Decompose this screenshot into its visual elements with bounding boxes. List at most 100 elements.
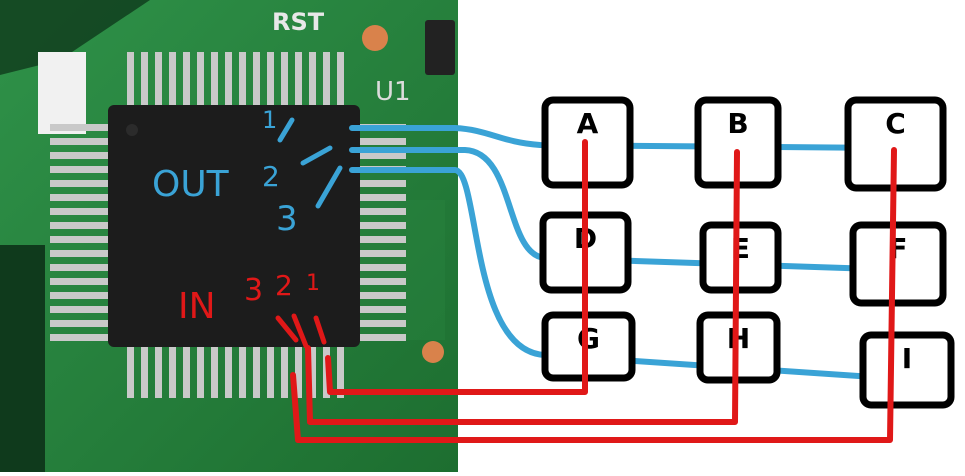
out-pin-2: 2: [262, 160, 280, 193]
ic-pin-left: [50, 222, 112, 229]
key-b: B: [694, 96, 782, 189]
ic-pin-right: [356, 320, 406, 327]
ic-pin-right: [356, 180, 406, 187]
out-tick-3: [315, 165, 343, 209]
column-wire-2: [305, 149, 740, 425]
ic-pin1-marker: [126, 124, 138, 136]
ic-pin-bottom: [141, 342, 148, 398]
white-component: [38, 52, 86, 134]
ic-pin-right: [356, 152, 406, 159]
column-wire-3: [290, 147, 897, 443]
ic-pin-top: [169, 52, 176, 108]
ic-pin-left: [50, 250, 112, 257]
column-wire-1: [325, 139, 588, 395]
ic-pin-left: [50, 334, 112, 341]
ic-pin-top: [127, 52, 134, 108]
ic-pin-bottom: [197, 342, 204, 398]
ic-pin-bottom: [225, 342, 232, 398]
board-cutout-left: [0, 245, 45, 472]
key-label: A: [577, 107, 599, 140]
ic-pin-left: [50, 166, 112, 173]
ic-pin-bottom: [253, 342, 260, 398]
key-box: [541, 311, 636, 382]
key-box: [859, 331, 955, 409]
ic-pin-top: [267, 52, 274, 108]
ic-pin-right: [356, 222, 406, 229]
ic-pin-right: [356, 194, 406, 201]
key-i: I: [859, 331, 955, 409]
ic-pin-top: [155, 52, 162, 108]
ic-pin-top: [239, 52, 246, 108]
ic-pin-bottom: [295, 342, 302, 398]
key-f: F: [849, 221, 947, 307]
out-label: OUT: [152, 164, 230, 205]
ic-pin-top: [281, 52, 288, 108]
row-wire-2: [349, 147, 908, 273]
ic-pin-bottom: [337, 342, 344, 398]
ic-pin-bottom: [169, 342, 176, 398]
ic-pin-right: [356, 292, 406, 299]
ic-pin-right: [356, 334, 406, 341]
key-label: B: [727, 107, 748, 140]
ic-pin-top: [253, 52, 260, 108]
ic-pin-bottom: [183, 342, 190, 398]
ic-pin-bottom: [155, 342, 162, 398]
ic-pin-right: [356, 236, 406, 243]
out-annotation: [277, 117, 343, 209]
ic-pin-top: [211, 52, 218, 108]
in-tick-3: [275, 315, 299, 343]
silkscreen-rst: RST: [272, 8, 325, 36]
ic-pin-bottom: [239, 342, 246, 398]
ic-pin-top: [337, 52, 344, 108]
ic-pin-right: [356, 264, 406, 271]
key-box: [849, 221, 947, 307]
ic-pin-bottom: [127, 342, 134, 398]
key-label: I: [902, 342, 912, 375]
ic-pin-top: [183, 52, 190, 108]
row-wire-3: [349, 167, 921, 383]
in-tick-1: [313, 315, 327, 345]
in-pin-3: 3: [244, 273, 263, 308]
ic-pin-left: [50, 138, 112, 145]
silkscreen-u1: U1: [375, 77, 411, 107]
board-cutout-top: [0, 0, 150, 75]
copper-pad: [422, 341, 444, 363]
ic-pin-top: [309, 52, 316, 108]
in-tick-2: [291, 313, 309, 349]
ic-pin-right: [356, 208, 406, 215]
ic-pin-top: [141, 52, 148, 108]
key-label: G: [577, 322, 600, 355]
ic-pin-bottom: [211, 342, 218, 398]
ic-pin-top: [323, 52, 330, 108]
microcontroller-ic: [108, 105, 360, 347]
key-c: C: [844, 96, 947, 192]
ic-pin-left: [50, 264, 112, 271]
ic-pin-left: [50, 278, 112, 285]
column-wires: [290, 139, 897, 443]
in-pin-2: 2: [275, 269, 293, 302]
ic-pin-left: [50, 236, 112, 243]
ic-pin-top: [197, 52, 204, 108]
ic-pin-left: [50, 194, 112, 201]
ic-pin-bottom: [309, 342, 316, 398]
ic-pin-right: [356, 306, 406, 313]
key-e: E: [699, 221, 782, 294]
out-tick-1: [277, 117, 295, 143]
row-wires: [349, 125, 921, 383]
ic-pin-top: [225, 52, 232, 108]
in-ticks: [275, 313, 327, 349]
ic-pin-left: [50, 180, 112, 187]
smd-component: [425, 20, 455, 75]
ic-pin-right: [356, 278, 406, 285]
out-pin-3: 3: [276, 199, 298, 239]
key-label: C: [885, 107, 906, 140]
key-g: G: [541, 311, 636, 382]
out-tick-2: [300, 145, 333, 166]
in-pin-1: 1: [306, 271, 320, 296]
ic-pin-right: [356, 138, 406, 145]
copper-pad: [362, 25, 388, 51]
ic-pin-left: [50, 292, 112, 299]
key-box: [699, 221, 782, 294]
ic-pin-left: [50, 208, 112, 215]
